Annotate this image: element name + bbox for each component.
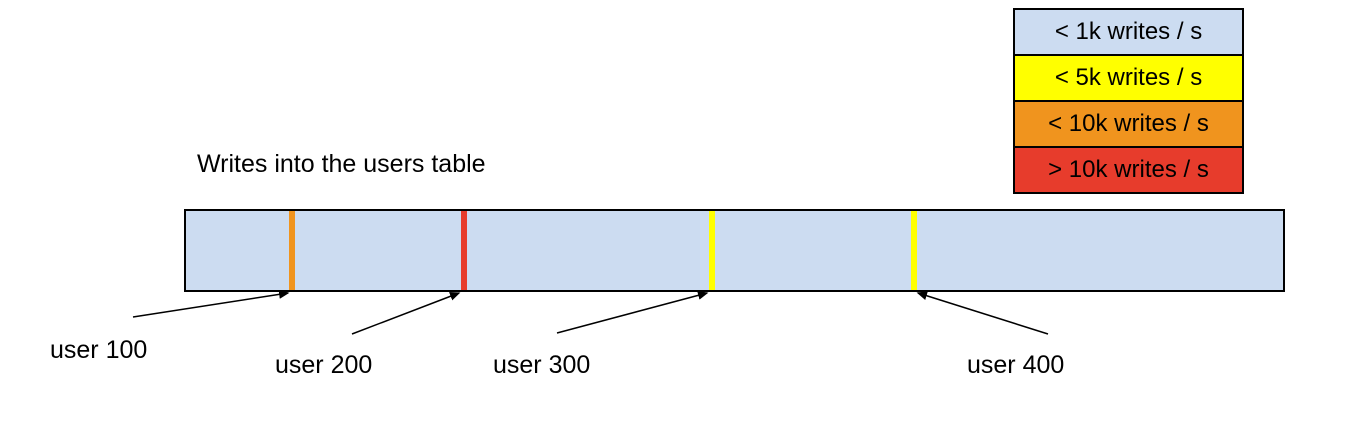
legend: < 1k writes / s < 5k writes / s < 10k writ…	[1013, 8, 1244, 194]
diagram-title: Writes into the users table	[197, 150, 486, 178]
marker-user-200	[461, 211, 467, 290]
arrow-user-300	[556, 290, 709, 334]
legend-item-label: < 10k writes / s	[1048, 110, 1209, 137]
marker-user-100	[289, 211, 295, 290]
legend-item-label: < 1k writes / s	[1054, 18, 1203, 45]
marker-user-300	[709, 211, 715, 290]
label-user-200: user 200	[275, 351, 373, 379]
legend-item-1: < 5k writes / s	[1013, 54, 1244, 102]
marker-user-400	[911, 211, 917, 290]
legend-item-2: < 10k writes / s	[1013, 100, 1244, 148]
arrow-user-100	[132, 289, 290, 318]
arrow-user-200	[351, 292, 461, 335]
label-user-400: user 400	[967, 351, 1065, 379]
legend-item-label: > 10k writes / s	[1048, 156, 1209, 183]
label-user-100: user 100	[50, 336, 148, 364]
label-user-300: user 300	[493, 351, 591, 379]
legend-item-0: < 1k writes / s	[1013, 8, 1244, 56]
users-table-band	[184, 209, 1285, 292]
legend-item-label: < 5k writes / s	[1054, 64, 1203, 91]
arrow-user-400	[916, 291, 1049, 335]
legend-item-3: > 10k writes / s	[1013, 146, 1244, 194]
